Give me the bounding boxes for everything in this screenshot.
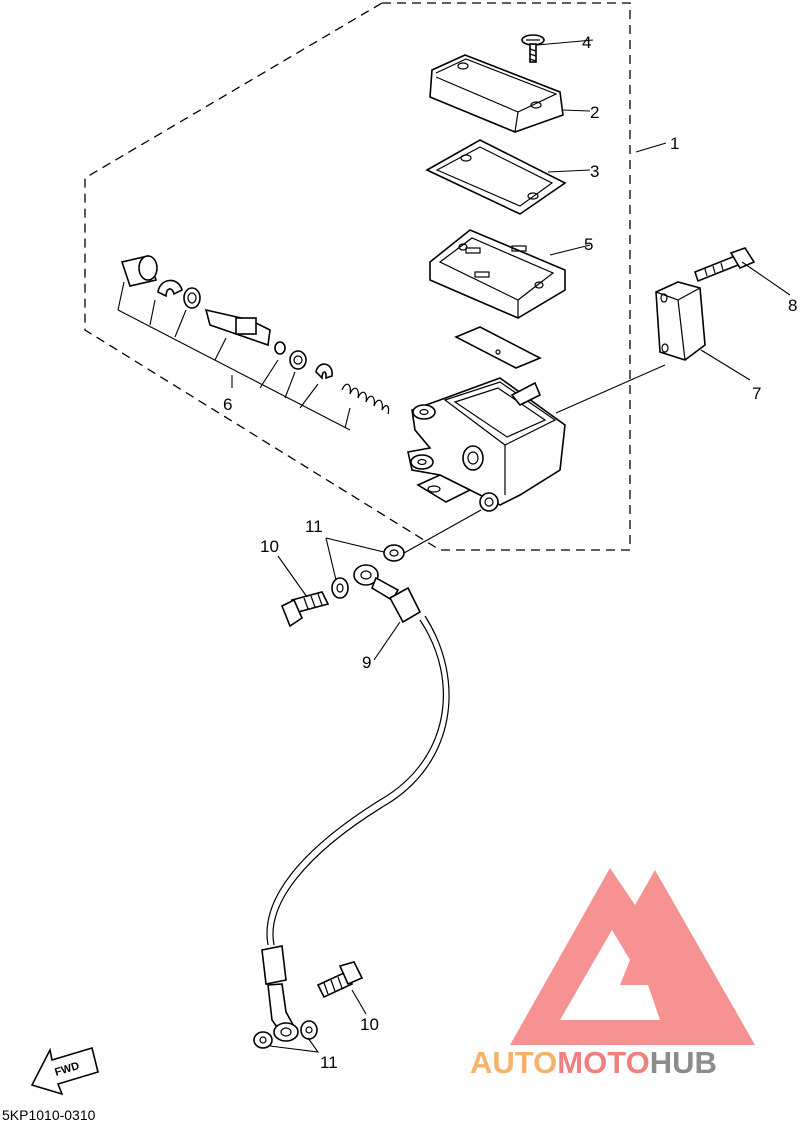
union-bolt-lower-part-10 xyxy=(316,961,364,999)
callout-10-lower: 10 xyxy=(360,1015,379,1034)
callout-11-lower: 11 xyxy=(320,1053,338,1072)
piston-kit-part-6 xyxy=(120,255,390,415)
watermark-text: AUTOMOTOHUB xyxy=(470,1045,717,1080)
drawing-code: 5KP1010-0310 xyxy=(2,1107,96,1123)
diaphragm-part-5 xyxy=(429,229,566,319)
watermark-hub: HUB xyxy=(650,1045,717,1080)
callout-1: 1 xyxy=(670,134,679,153)
callout-4: 4 xyxy=(582,33,591,52)
part-6-leaders xyxy=(117,281,351,431)
callout-11-upper: 11 xyxy=(305,517,323,536)
watermark-logo xyxy=(510,868,755,1045)
clamp-holder-part-7 xyxy=(655,281,706,361)
callout-2: 2 xyxy=(590,103,599,122)
reservoir-cap-part-2 xyxy=(429,54,564,133)
screw-part-4 xyxy=(521,34,545,63)
callout-8: 8 xyxy=(788,296,797,315)
callout-6: 6 xyxy=(223,395,232,414)
callout-5: 5 xyxy=(584,235,593,254)
callout-3: 3 xyxy=(590,162,599,181)
callout-10-upper: 10 xyxy=(260,537,279,556)
protector-plate xyxy=(454,326,542,369)
union-bolt-upper-part-10 xyxy=(280,591,330,628)
watermark-triangle xyxy=(510,868,755,1045)
washers-part-11 xyxy=(253,544,405,1049)
watermark-auto: AUTO xyxy=(470,1045,557,1080)
callout-9: 9 xyxy=(362,653,371,672)
callout-7: 7 xyxy=(752,384,761,403)
fwd-arrow-icon: FWD xyxy=(30,1046,99,1096)
brake-hose-part-9 xyxy=(261,564,450,1042)
leader-lines xyxy=(269,39,791,1053)
watermark-moto: MOTO xyxy=(557,1045,649,1080)
assembly-boundary xyxy=(84,2,631,551)
master-cylinder-body xyxy=(407,377,566,512)
clamp-bolt-part-8 xyxy=(694,247,756,283)
diaphragm-plate-part-3 xyxy=(425,139,567,215)
